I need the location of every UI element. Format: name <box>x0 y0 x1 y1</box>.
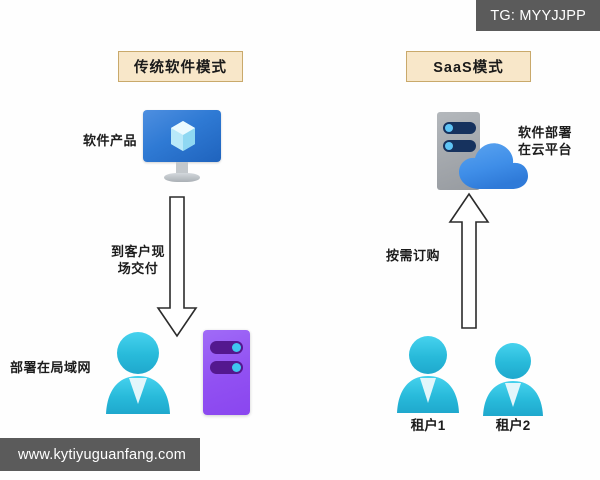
monitor-screen <box>143 110 221 162</box>
server-led <box>232 363 241 372</box>
server-bar <box>443 140 476 152</box>
person-icon-tenant-2 <box>483 343 543 416</box>
arrow-up-subscribe <box>448 192 490 329</box>
monitor-stand-neck <box>176 162 188 174</box>
server-led <box>445 124 453 132</box>
cloud-server-icon <box>437 112 529 190</box>
server-bar <box>443 122 476 134</box>
column-title-traditional: 传统软件模式 <box>118 51 243 82</box>
label-subscribe-on-demand: 按需订购 <box>386 248 441 263</box>
arrow-down-delivery <box>156 196 198 338</box>
label-deliver-onsite: 到客户现 场交付 <box>110 244 165 276</box>
label-software-product: 软件产品 <box>83 133 138 148</box>
person-icon-tenant-1 <box>397 336 459 413</box>
label-tenant-1: 租户1 <box>410 418 446 433</box>
cube-icon <box>171 121 195 151</box>
server-bar <box>210 341 243 354</box>
column-title-saas: SaaS模式 <box>406 51 531 82</box>
monitor-stand-base <box>164 173 200 182</box>
watermark-telegram: TG: MYYJJPP <box>476 0 600 31</box>
server-bar <box>210 361 243 374</box>
purple-server-icon <box>203 330 250 415</box>
server-led <box>232 343 241 352</box>
person-icon-lan <box>106 332 170 414</box>
cloud-icon <box>459 143 528 189</box>
label-lan-deployment: 部署在局域网 <box>10 360 92 375</box>
server-led <box>445 142 453 150</box>
watermark-website: www.kytiyuguanfang.com <box>0 438 201 471</box>
monitor-cube-icon <box>143 110 221 188</box>
label-cloud-deployment: 软件部署 在云平台 <box>518 125 573 157</box>
label-tenant-2: 租户2 <box>495 418 531 433</box>
